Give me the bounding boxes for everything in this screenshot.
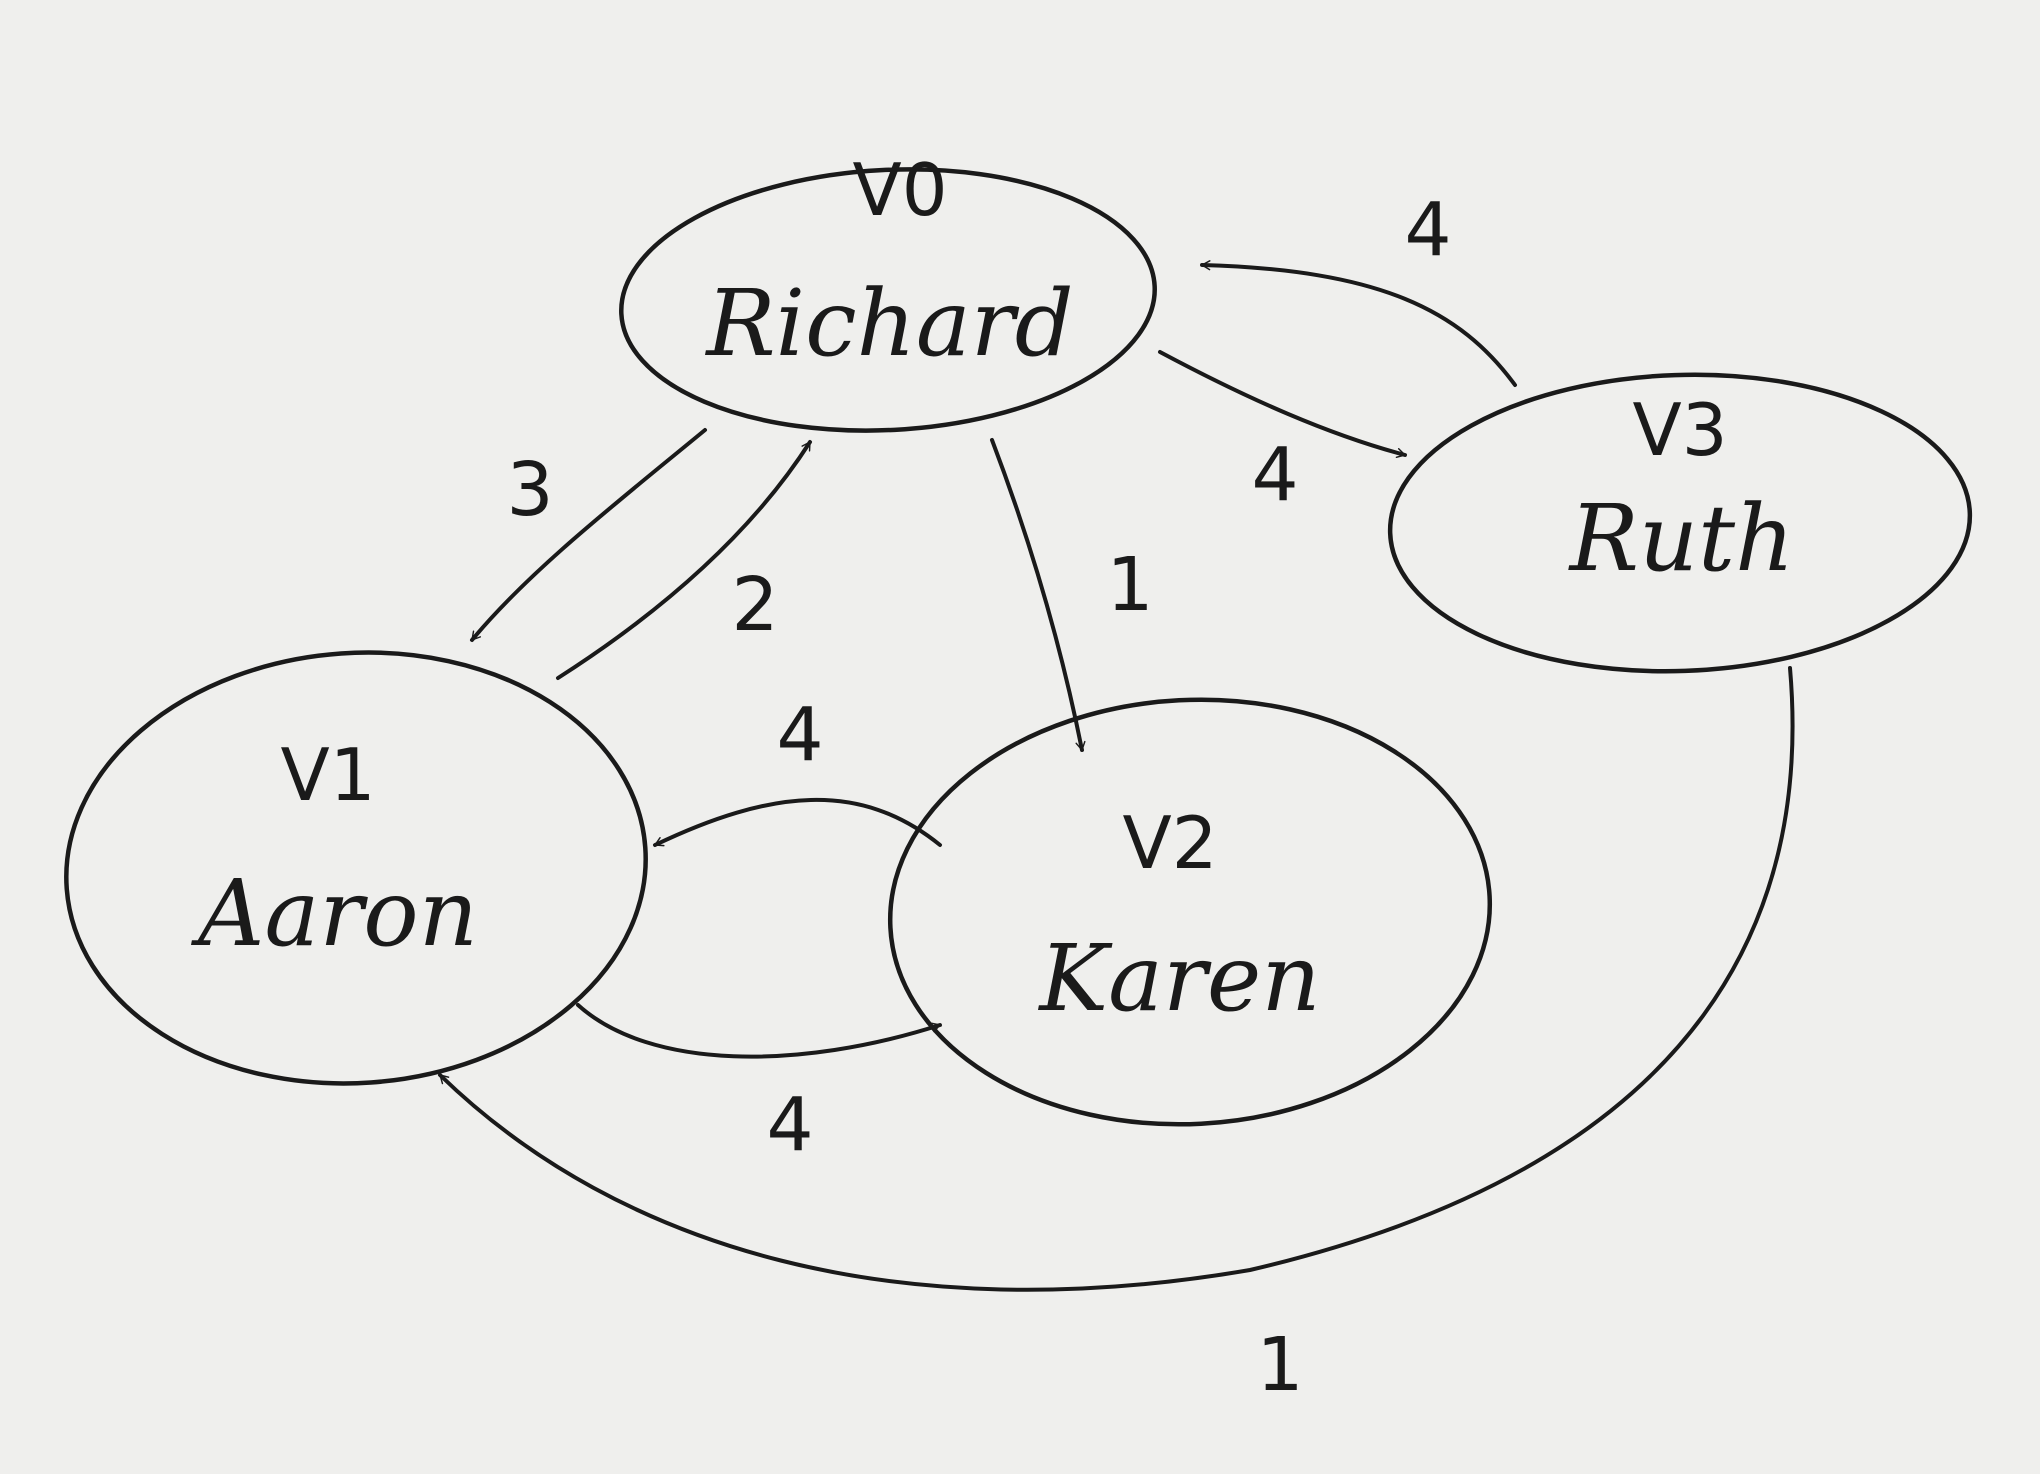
edge-v0-v2: 1 bbox=[990, 438, 1154, 752]
node-v0-shape bbox=[619, 167, 1157, 433]
edge-v2-v1-path bbox=[653, 798, 942, 847]
edge-v0-v3-path bbox=[1158, 350, 1407, 458]
edge-v0-v3-weight: 4 bbox=[1251, 432, 1298, 518]
edge-v1-v0: 2 bbox=[556, 440, 812, 680]
node-v1-id: V1 bbox=[280, 733, 375, 817]
node-v2: V2 Karen bbox=[887, 697, 1493, 1127]
node-v1: V1 Aaron bbox=[64, 650, 648, 1086]
node-v0-name: Richard bbox=[704, 270, 1073, 377]
edge-v1-v2-path bbox=[576, 1003, 942, 1059]
node-v0-id: V0 bbox=[852, 148, 947, 232]
edge-v3-v0-weight: 4 bbox=[1404, 187, 1451, 273]
edge-v3-v0: 4 bbox=[1200, 187, 1517, 387]
node-v3-id: V3 bbox=[1632, 388, 1727, 472]
edge-v0-v1-weight: 3 bbox=[506, 447, 553, 533]
edge-v1-v0-path bbox=[556, 440, 812, 680]
edge-v0-v1: 3 bbox=[470, 428, 707, 642]
node-v1-name: Aaron bbox=[190, 860, 478, 967]
edge-v3-v1: 1 bbox=[438, 666, 1795, 1408]
node-v3-shape bbox=[1387, 372, 1973, 674]
edge-v1-v2: 4 bbox=[576, 1003, 942, 1168]
edge-v0-v3: 4 bbox=[1158, 350, 1407, 518]
node-v2-shape bbox=[887, 697, 1493, 1127]
node-v0: V0 Richard bbox=[619, 148, 1157, 433]
node-v2-id: V2 bbox=[1122, 801, 1217, 885]
edge-v2-v1: 4 bbox=[653, 692, 942, 847]
node-v1-shape bbox=[64, 650, 648, 1086]
edge-v3-v1-path bbox=[438, 666, 1795, 1292]
edge-v0-v2-path bbox=[990, 438, 1086, 752]
edge-v0-v1-path bbox=[470, 428, 707, 642]
edge-v1-v2-weight: 4 bbox=[766, 1082, 813, 1168]
node-v3: V3 Ruth bbox=[1387, 372, 1973, 674]
edge-v1-v0-weight: 2 bbox=[731, 562, 778, 648]
node-v2-name: Karen bbox=[1037, 925, 1320, 1032]
edge-v3-v1-weight: 1 bbox=[1256, 1322, 1303, 1408]
edge-v2-v1-weight: 4 bbox=[776, 692, 823, 778]
edge-v0-v2-weight: 1 bbox=[1106, 542, 1153, 628]
node-v3-name: Ruth bbox=[1568, 485, 1795, 592]
edge-v3-v0-path bbox=[1200, 260, 1517, 387]
